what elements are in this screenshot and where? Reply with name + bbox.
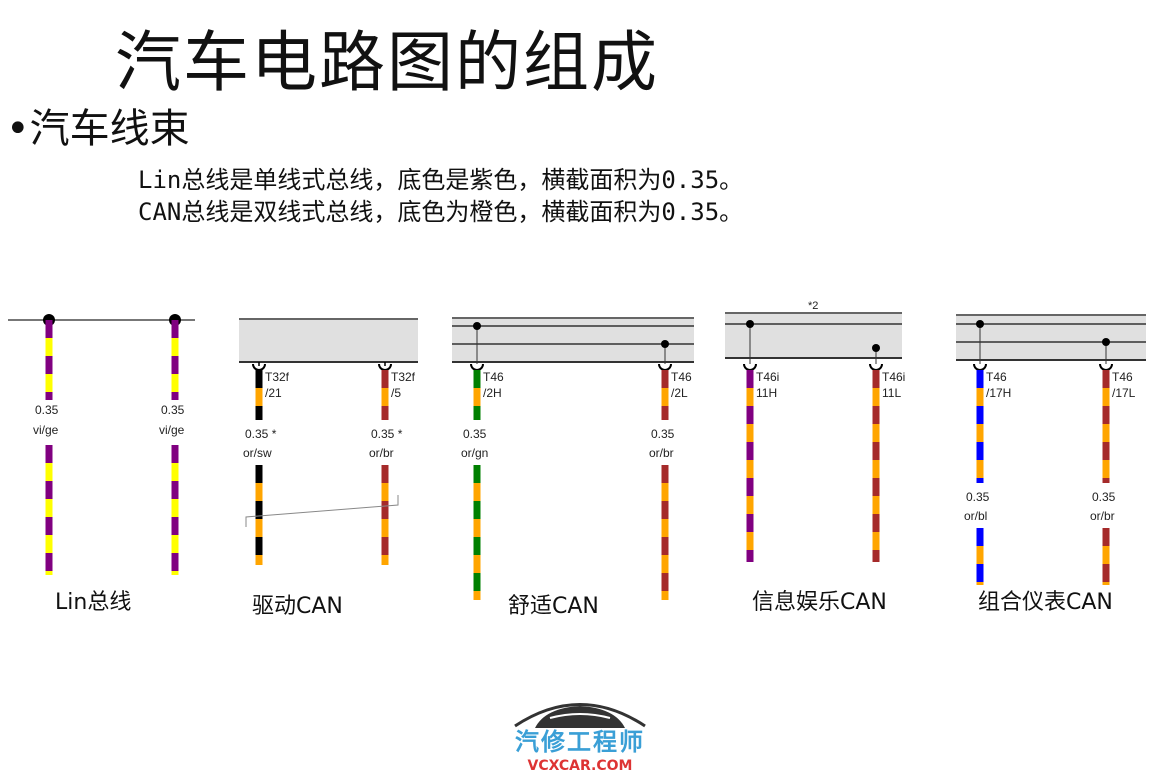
connector-icon: [1099, 363, 1113, 371]
car-logo-icon: [514, 703, 646, 728]
connector-pin: 11L: [882, 386, 901, 400]
harness-box: [956, 315, 1146, 360]
wire-size: 0.35: [966, 490, 990, 504]
connector-icon: [658, 363, 672, 371]
connector-name: T46: [986, 370, 1007, 384]
wire-color-code: or/br: [369, 446, 394, 460]
connector-name: T46i: [882, 370, 905, 384]
connector-icon: [869, 363, 883, 371]
bullet-heading: •汽车线束: [6, 106, 190, 152]
connector-icon: [973, 363, 987, 371]
logo: 汽修工程师 VCXCAR.COM: [495, 688, 665, 778]
connector-pin: /2H: [483, 386, 502, 400]
harness-box: [239, 319, 418, 362]
wire-color-code: or/sw: [243, 446, 272, 460]
splice-dot: [872, 344, 880, 352]
connector-icon: [743, 363, 757, 371]
wire-color-code: vi/ge: [33, 423, 59, 437]
wire-size: 0.35: [161, 403, 185, 417]
connector-pin: /17H: [986, 386, 1011, 400]
connector-pin: /17L: [1112, 386, 1136, 400]
splice-dot: [976, 320, 984, 328]
wire-size: 0.35: [35, 403, 59, 417]
splice-dot: [661, 340, 669, 348]
connector-name: T32f: [391, 370, 416, 384]
wire-size: 0.35 *: [371, 427, 403, 441]
harness-box: [452, 318, 694, 362]
wire-color-code: or/br: [649, 446, 674, 460]
caption-drive-can: 驱动CAN: [252, 594, 343, 619]
splice-dot: [746, 320, 754, 328]
connector-name: T46i: [756, 370, 779, 384]
splice-dot: [1102, 338, 1110, 346]
caption-cluster-can: 组合仪表CAN: [978, 590, 1113, 615]
caption-comfort-can: 舒适CAN: [508, 594, 599, 619]
connector-pin: 11H: [756, 386, 777, 400]
caption-lin: Lin总线: [55, 590, 132, 615]
connector-pin: /5: [391, 386, 401, 400]
wire-color-code: or/gn: [461, 446, 488, 460]
splice-dot: [473, 322, 481, 330]
harness-note: *2: [808, 300, 818, 312]
connector-name: T32f: [265, 370, 290, 384]
connector-name: T46: [483, 370, 504, 384]
logo-name: 汽修工程师: [515, 728, 645, 756]
logo-site: VCXCAR.COM: [527, 758, 633, 774]
wire-color-code: or/br: [1090, 509, 1115, 523]
wire-color-code: or/bl: [964, 509, 987, 523]
connector-pin: /21: [265, 386, 282, 400]
desc-lin: Lin总线是单线式总线，底色是紫色，横截面积为0.35。: [138, 166, 744, 194]
page-title: 汽车电路图的组成: [115, 24, 659, 101]
wire-color-code: vi/ge: [159, 423, 185, 437]
connector-pin: /2L: [671, 386, 688, 400]
wire-size: 0.35: [463, 427, 487, 441]
connector-name: T46: [671, 370, 692, 384]
connector-name: T46: [1112, 370, 1133, 384]
wire-size: 0.35 *: [245, 427, 277, 441]
wire-size: 0.35: [651, 427, 675, 441]
connector-icon: [470, 363, 484, 371]
caption-infotainment-can: 信息娱乐CAN: [752, 590, 887, 615]
harness-box: [725, 313, 902, 358]
desc-can: CAN总线是双线式总线，底色为橙色，横截面积为0.35。: [138, 198, 744, 226]
bracket-line: [245, 495, 399, 527]
wire-size: 0.35: [1092, 490, 1116, 504]
